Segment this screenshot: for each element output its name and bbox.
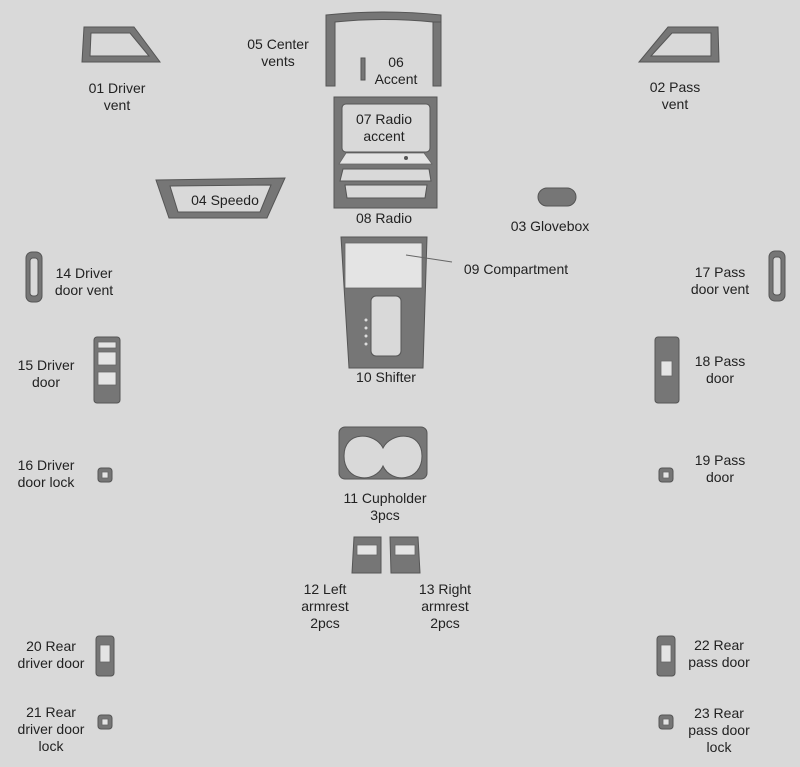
label-16-line1: 16 Driver bbox=[17, 457, 75, 473]
label-21-line2: driver door bbox=[17, 721, 85, 737]
label-23-line3: lock bbox=[706, 739, 732, 755]
label-02: 02 Pass vent bbox=[635, 79, 715, 113]
label-05-line1: 05 Center bbox=[247, 36, 309, 52]
part-19-pass-door bbox=[658, 467, 674, 483]
label-17-line2: door vent bbox=[690, 281, 750, 297]
label-10: 10 Shifter bbox=[344, 369, 428, 386]
label-16: 16 Driver door lock bbox=[6, 457, 86, 491]
label-01-line1: 01 Driver bbox=[88, 80, 146, 96]
part-20-rear-driver-door bbox=[95, 635, 115, 677]
label-02-line2: vent bbox=[661, 96, 689, 112]
part-22-rear-pass-door bbox=[656, 635, 676, 677]
part-21-rear-driver-door-lock bbox=[97, 714, 113, 730]
label-12: 12 Left armrest 2pcs bbox=[288, 581, 362, 632]
label-18-line2: door bbox=[705, 370, 735, 386]
part-06-accent bbox=[360, 57, 366, 81]
part-18-pass-door bbox=[654, 336, 680, 404]
label-03-line1: 03 Glovebox bbox=[510, 218, 590, 234]
label-01-line2: vent bbox=[103, 97, 131, 113]
part-10-shifter bbox=[340, 236, 428, 369]
label-20-line2: driver door bbox=[17, 655, 85, 671]
label-08: 08 Radio bbox=[344, 210, 424, 227]
label-06-line1: 06 bbox=[388, 54, 404, 70]
part-09-compartment bbox=[344, 242, 423, 289]
label-10-line1: 10 Shifter bbox=[356, 369, 416, 385]
label-19: 19 Pass door bbox=[682, 452, 758, 486]
label-15: 15 Driver door bbox=[6, 357, 86, 391]
part-04-speedo bbox=[155, 177, 286, 219]
label-20-line1: 20 Rear bbox=[26, 638, 76, 654]
label-07-line1: 07 Radio bbox=[355, 111, 413, 127]
label-13-line2: armrest bbox=[421, 598, 469, 614]
label-13: 13 Right armrest 2pcs bbox=[406, 581, 484, 632]
label-01: 01 Driver vent bbox=[78, 80, 156, 114]
label-02-line1: 02 Pass bbox=[649, 79, 701, 95]
label-16-line2: door lock bbox=[17, 474, 75, 490]
label-05: 05 Center vents bbox=[236, 36, 320, 70]
part-17-pass-door-vent bbox=[768, 250, 786, 302]
label-07: 07 Radio accent bbox=[342, 111, 426, 145]
part-15-driver-door bbox=[93, 336, 121, 404]
label-04: 04 Speedo bbox=[180, 192, 270, 209]
label-17-line1: 17 Pass bbox=[694, 264, 746, 280]
label-11-line1: 11 Cupholder bbox=[343, 490, 427, 506]
label-20: 20 Rear driver door bbox=[4, 638, 98, 672]
part-02-pass-vent bbox=[637, 26, 720, 63]
part-14-driver-door-vent bbox=[25, 251, 43, 303]
label-21: 21 Rear driver door lock bbox=[4, 704, 98, 755]
label-14-line2: door vent bbox=[54, 282, 114, 298]
label-07-line2: accent bbox=[363, 128, 405, 144]
label-06: 06 Accent bbox=[366, 54, 426, 88]
part-12-left-armrest bbox=[351, 536, 382, 574]
part-03-glovebox bbox=[537, 187, 577, 207]
part-11-cupholder bbox=[338, 426, 428, 480]
label-23-line1: 23 Rear bbox=[694, 705, 744, 721]
label-15-line2: door bbox=[31, 374, 61, 390]
label-12-line3: 2pcs bbox=[310, 615, 340, 631]
part-13-right-armrest bbox=[389, 536, 421, 574]
label-22-line1: 22 Rear bbox=[694, 637, 744, 653]
label-17: 17 Pass door vent bbox=[680, 264, 760, 298]
label-23-line2: pass door bbox=[688, 722, 750, 738]
part-05-center-vents bbox=[325, 11, 442, 87]
label-21-line3: lock bbox=[38, 738, 64, 754]
label-14: 14 Driver door vent bbox=[44, 265, 124, 299]
label-18-line1: 18 Pass bbox=[694, 353, 746, 369]
label-13-line1: 13 Right bbox=[418, 581, 472, 597]
part-07-radio-accent bbox=[333, 96, 438, 209]
label-19-line1: 19 Pass bbox=[694, 452, 746, 468]
label-15-line1: 15 Driver bbox=[17, 357, 75, 373]
label-13-line3: 2pcs bbox=[430, 615, 460, 631]
label-18: 18 Pass door bbox=[682, 353, 758, 387]
label-22: 22 Rear pass door bbox=[672, 637, 766, 671]
label-11: 11 Cupholder 3pcs bbox=[330, 490, 440, 524]
label-12-line2: armrest bbox=[301, 598, 349, 614]
label-09: 09 Compartment bbox=[452, 261, 580, 278]
label-12-line1: 12 Left bbox=[303, 581, 347, 597]
part-09-leader-line bbox=[405, 254, 453, 263]
label-14-line1: 14 Driver bbox=[55, 265, 113, 281]
label-09-line1: 09 Compartment bbox=[463, 261, 569, 277]
part-01-driver-vent bbox=[81, 26, 161, 63]
label-23: 23 Rear pass door lock bbox=[672, 705, 766, 756]
label-05-line2: vents bbox=[261, 53, 295, 69]
label-22-line2: pass door bbox=[688, 654, 750, 670]
label-21-line1: 21 Rear bbox=[26, 704, 76, 720]
label-04-line1: 04 Speedo bbox=[191, 192, 259, 208]
label-06-line2: Accent bbox=[374, 71, 418, 87]
part-23-rear-pass-door-lock bbox=[658, 714, 674, 730]
label-19-line2: door bbox=[705, 469, 735, 485]
label-03: 03 Glovebox bbox=[500, 218, 600, 235]
part-16-driver-door-lock bbox=[97, 467, 113, 483]
label-11-line2: 3pcs bbox=[370, 507, 400, 523]
label-08-line1: 08 Radio bbox=[355, 210, 413, 226]
